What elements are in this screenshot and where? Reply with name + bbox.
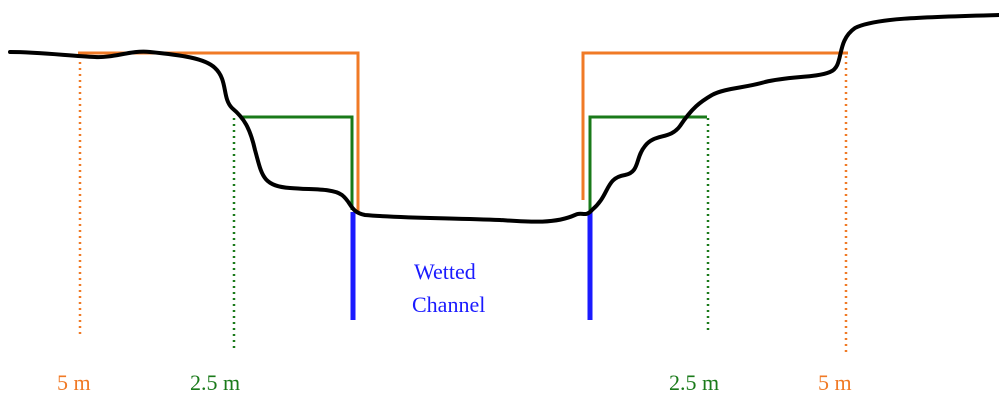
channel-bank-profile xyxy=(8,13,999,224)
right-outer-distance-label: 5 m xyxy=(818,370,852,395)
left-outer-distance-label: 5 m xyxy=(57,370,91,395)
right-inner-boundary xyxy=(588,115,707,212)
right-inner-distance-label: 2.5 m xyxy=(669,370,719,395)
right-outer-boundary xyxy=(581,51,848,200)
wetted-channel-label-line1: Wetted xyxy=(414,259,476,284)
left-inner-boundary xyxy=(242,115,354,210)
left-inner-distance-label: 2.5 m xyxy=(190,370,240,395)
wetted-channel-label-line2: Channel xyxy=(412,292,485,317)
